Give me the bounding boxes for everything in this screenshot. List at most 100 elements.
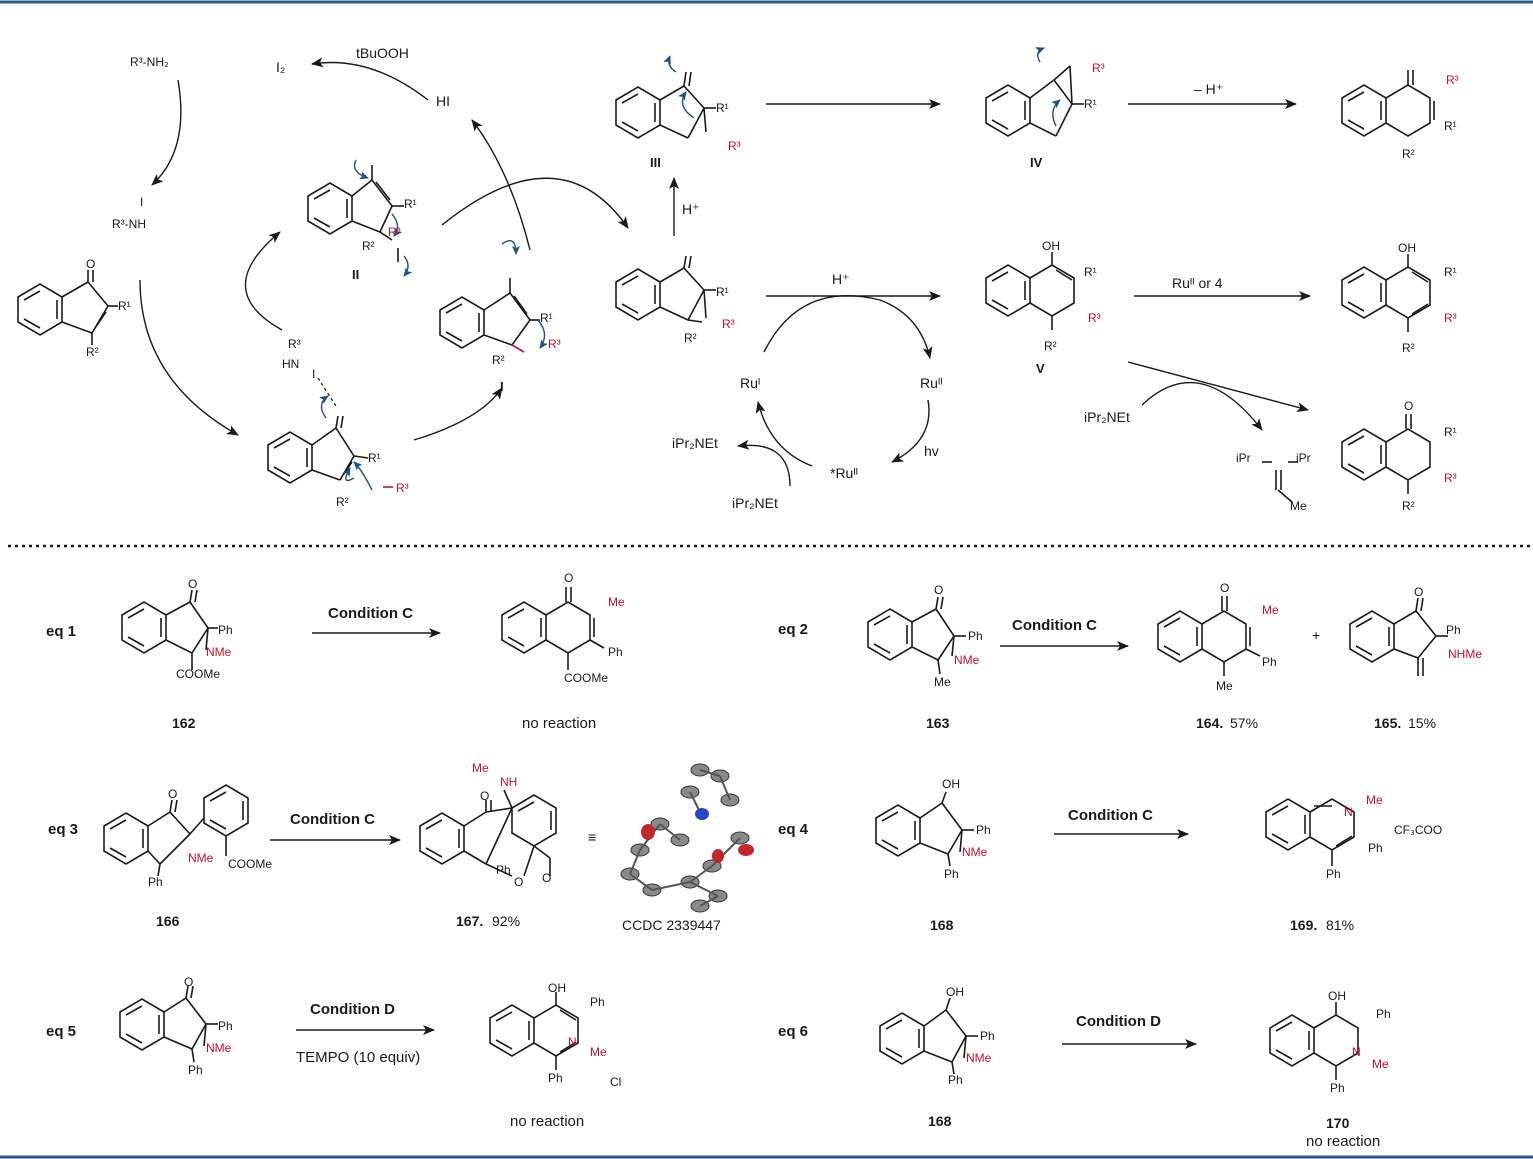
eq2-me: Me [934, 675, 951, 689]
aziridine-structure [615, 255, 716, 323]
arrow-star-to-rui [755, 401, 813, 467]
label-iv-r1: R¹ [1084, 97, 1097, 111]
compound-164-yield: 57% [1230, 715, 1259, 731]
compound-163-structure [867, 596, 966, 675]
label-indenone-r2: R² [86, 345, 99, 359]
label-prod-top-r3: R³ [1446, 73, 1459, 87]
eq3-ph: Ph [148, 875, 163, 889]
eq5-condition: Condition D [310, 1001, 395, 1018]
compound-167-structure [419, 789, 557, 877]
eq2-condition: Condition C [1012, 617, 1097, 634]
eq6-170-me: Me [1372, 1057, 1389, 1071]
eq1-condition: Condition C [328, 605, 413, 622]
label-v-r1: R¹ [1084, 265, 1097, 279]
label-isoq-r1: R¹ [1444, 265, 1457, 279]
label-amine-donor: iPr₂NEt [732, 495, 778, 511]
label-thq-r2: R² [1402, 499, 1415, 513]
eq5-ph2: Ph [188, 1063, 203, 1077]
arrow-tbuooh-to-i2 [311, 57, 429, 101]
eq5-prod-oh: OH [548, 981, 566, 995]
eq3-coome: COOMe [228, 857, 273, 871]
eq3-167-o2: O [514, 875, 524, 889]
eq2-o: O [934, 583, 944, 597]
eq6-label: eq 6 [778, 1023, 809, 1040]
compound-169-label: 169. [1290, 917, 1318, 933]
eq1-ph: Ph [218, 623, 233, 637]
compound-167-yield: 92% [492, 913, 521, 929]
eq1-nme: NMe [206, 645, 232, 659]
compound-164-label: 164. [1196, 715, 1224, 731]
compound-165-structure [1349, 597, 1448, 676]
label-indenone-o: O [86, 257, 96, 271]
arrow-ruii-to-star [891, 399, 930, 463]
enamine-structure [267, 415, 393, 488]
eq4-169-n: N [1344, 805, 1353, 819]
eq2-164-me: Me [1262, 603, 1279, 617]
eq3-label: eq 3 [48, 821, 79, 838]
eq6-oh: OH [946, 985, 964, 999]
label-intermediate-III: III [650, 155, 661, 170]
eq6-ph: Ph [980, 1029, 995, 1043]
eq5-result: no reaction [510, 1113, 585, 1130]
eq2-164-o: O [1220, 581, 1230, 595]
label-side-amine: iPr₂NEt [1084, 409, 1130, 425]
label-tbuooh: tBuOOH [356, 45, 409, 61]
eq6-result: no reaction [1306, 1133, 1381, 1150]
eq5-o: O [184, 975, 194, 989]
structures [17, 65, 1448, 1080]
label-iii-r3: R³ [728, 139, 741, 153]
label-minus-h: – H⁺ [1194, 81, 1224, 97]
intermediate-V-structure [985, 252, 1075, 330]
eq1-coome: COOMe [176, 667, 221, 681]
eq2-label: eq 2 [778, 621, 809, 638]
eq4-counterion: CF₃COO [1394, 823, 1443, 837]
eq5-substrate-structure [119, 985, 218, 1063]
compound-166-structure [103, 784, 249, 877]
intermediate-II-structure [307, 165, 404, 262]
eq5-prod-ph: Ph [590, 995, 605, 1009]
eq3-167-ph: Ph [496, 863, 511, 877]
label-hn: HN [282, 357, 300, 371]
compound-169-yield: 81% [1326, 917, 1355, 933]
compound-168-label-eq6: 168 [928, 1113, 952, 1129]
indenone-structure [17, 270, 118, 345]
eq1-label: eq 1 [46, 623, 77, 640]
eq5-counterion: Cl [610, 1075, 622, 1089]
label-ru-star: *Ruᴵᴵ [830, 465, 859, 481]
eq6-170-oh: OH [1328, 989, 1346, 1003]
eq2-164-ph: Ph [1262, 655, 1277, 669]
arrow-amine-to-ni [151, 79, 182, 186]
intermediate-I-structure [439, 278, 540, 353]
label-amine-radical: iPr₂NEt [672, 435, 718, 451]
label-amine: R³-NH₂ [130, 55, 169, 69]
label-enamine-r2: R² [336, 495, 349, 509]
label-aziridine-r2: R² [684, 331, 697, 345]
eq1-prod-ph: Ph [608, 645, 623, 659]
eq5-additive: TEMPO (10 equiv) [296, 1049, 421, 1066]
isoquinolinone-product-structure [1341, 70, 1435, 137]
eq4-label: eq 4 [778, 821, 809, 838]
label-ii-n-r3: R³ [388, 225, 401, 239]
eq1-isoquinolinone-structure [501, 587, 605, 670]
compound-168-eq4-structure [875, 791, 974, 867]
label-ni-i: I [140, 195, 144, 209]
label-v-r3: R³ [1088, 311, 1101, 325]
label-isoq-r2: R² [1402, 341, 1415, 355]
compound-168-label-eq4: 168 [930, 917, 954, 933]
arrow-amine-to-iminium [1141, 381, 1263, 431]
eq3-167-me: Me [472, 761, 489, 775]
eq6-nme: NMe [966, 1051, 992, 1065]
label-thq-r3: R³ [1444, 471, 1457, 485]
eq3-167-nh: NH [500, 775, 518, 789]
eq4-ph: Ph [976, 823, 991, 837]
eq4-169-ph: Ph [1368, 841, 1383, 855]
eq2-165-ph: Ph [1446, 623, 1461, 637]
label-i-r2: R² [492, 353, 505, 367]
compound-170-label: 170 [1326, 1115, 1350, 1131]
label-h-plus: H⁺ [832, 271, 850, 287]
eq4-nme: NMe [962, 845, 988, 859]
label-aziridine-r1: R¹ [716, 285, 729, 299]
label-ii-r2: R² [362, 239, 375, 253]
compound-162-label: 162 [172, 715, 196, 731]
